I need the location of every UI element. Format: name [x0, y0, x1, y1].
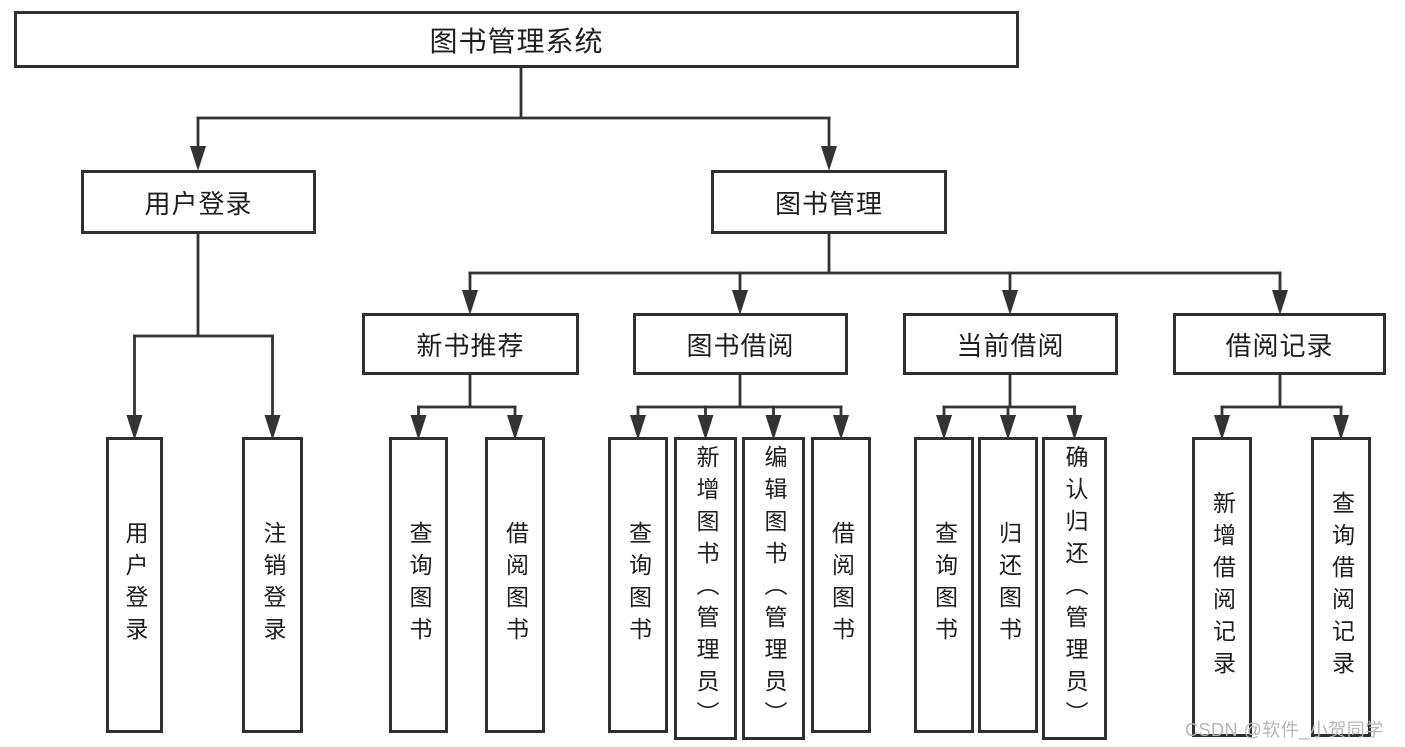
node-book-management: 图书管理 [711, 170, 947, 234]
node-book-borrow: 图书借阅 [633, 313, 848, 375]
leaf-return-books: 归还图书 [978, 437, 1038, 733]
leaf-confirm-return-admin: 确认归还（管理员） [1042, 437, 1107, 740]
node-borrow-records: 借阅记录 [1173, 313, 1386, 375]
leaf-query-borrow-record: 查询借阅记录 [1311, 437, 1371, 737]
leaf-borrow-books-recommend: 借阅图书 [485, 437, 545, 733]
node-current-borrow: 当前借阅 [903, 313, 1118, 375]
leaf-user-login: 用户登录 [106, 437, 163, 733]
node-library-system: 图书管理系统 [14, 11, 1019, 68]
leaf-query-books-recommend: 查询图书 [389, 437, 448, 733]
node-new-book-recommend: 新书推荐 [362, 313, 579, 375]
leaf-query-books-current: 查询图书 [914, 437, 974, 733]
leaf-add-books-admin: 新增图书（管理员） [674, 437, 737, 740]
leaf-add-borrow-record: 新增借阅记录 [1192, 437, 1252, 737]
leaf-query-books-borrow: 查询图书 [608, 437, 668, 733]
leaf-logout: 注销登录 [242, 437, 303, 733]
watermark: CSDN @软件_小贺同学 [1185, 720, 1384, 740]
leaf-borrow-books: 借阅图书 [811, 437, 871, 733]
leaf-edit-books-admin: 编辑图书（管理员） [742, 437, 805, 740]
node-user-login: 用户登录 [81, 170, 316, 234]
